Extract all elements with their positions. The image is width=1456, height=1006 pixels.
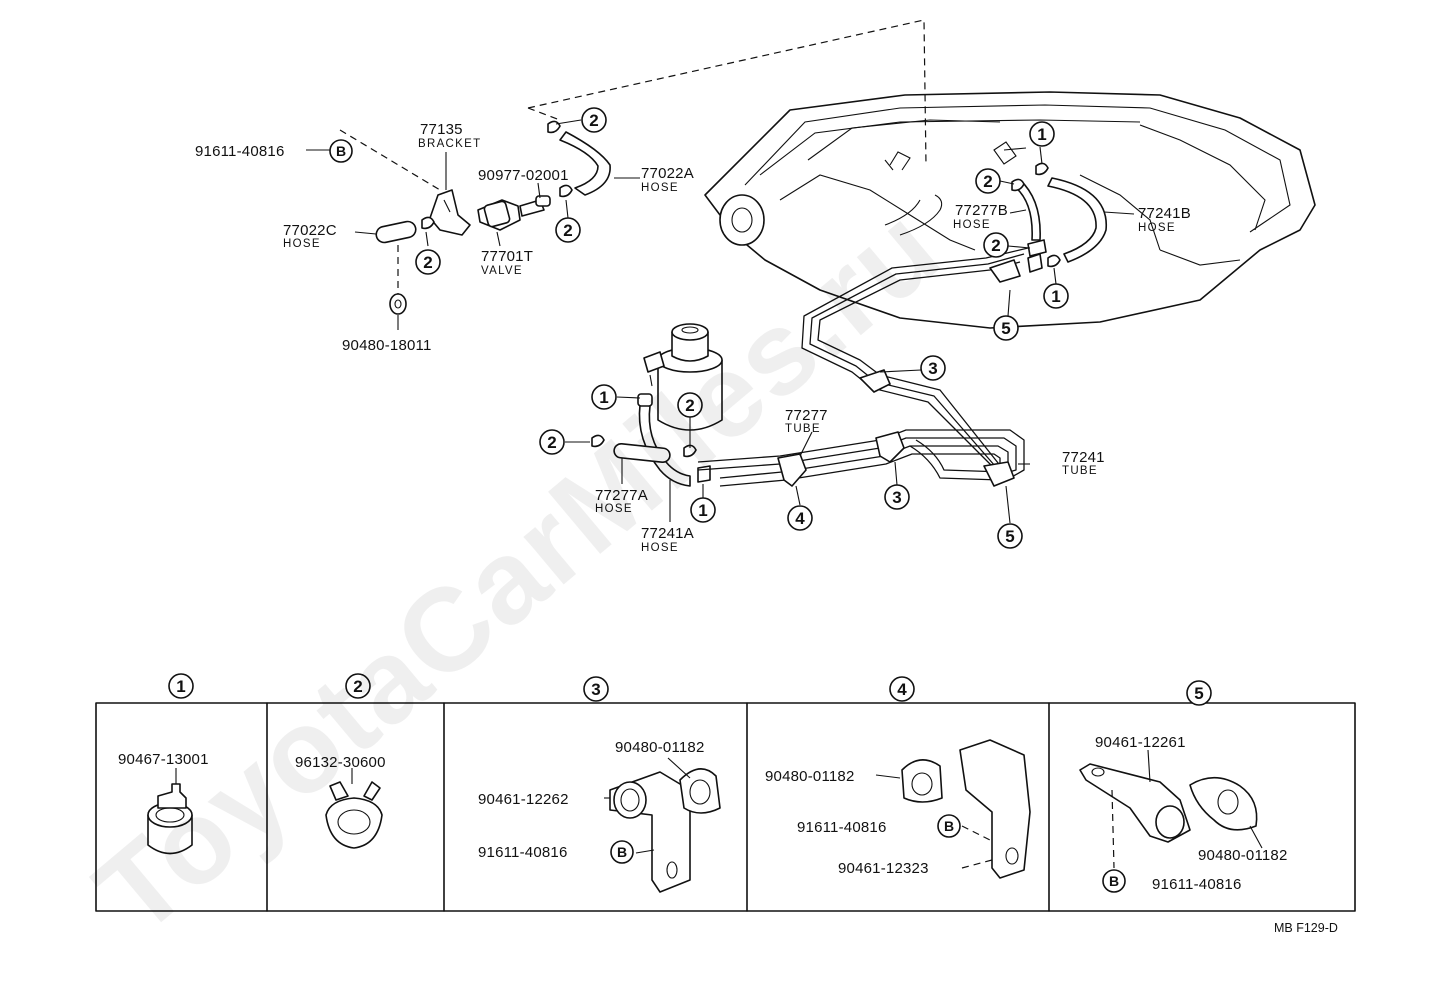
detail-1-part: 90467-13001 <box>118 751 209 768</box>
svg-text:1: 1 <box>599 388 608 407</box>
label-77241b-hose: HOSE <box>1138 222 1176 234</box>
callout-2-c: 2 <box>415 249 441 275</box>
label-77701t: 77701T <box>481 248 533 265</box>
leader-lines <box>306 119 1135 524</box>
svg-text:1: 1 <box>698 501 707 520</box>
label-77135: 77135 <box>420 121 463 138</box>
detail-5-clamp-set: 90461-12261 90480-01182 91611-40816 B <box>1079 734 1288 893</box>
detail-5-part-a: 90461-12261 <box>1095 734 1186 751</box>
callout-5-tank: 5 <box>993 315 1019 341</box>
svg-text:1: 1 <box>1037 125 1046 144</box>
label-77022c-hose: HOSE <box>283 238 321 250</box>
svg-text:4: 4 <box>897 680 907 699</box>
detail-3-callout-b: B <box>617 844 627 860</box>
label-90480-18011: 90480-18011 <box>342 337 432 354</box>
detail-4-part-a: 90480-01182 <box>765 768 855 785</box>
label-77277b-hose: HOSE <box>953 219 991 231</box>
callout-b-top: B <box>329 139 353 163</box>
svg-text:2: 2 <box>991 236 1000 255</box>
svg-text:2: 2 <box>547 433 556 452</box>
detail-5-callout-b: B <box>1109 873 1119 889</box>
callout-2-a: 2 <box>581 107 607 133</box>
svg-text:2: 2 <box>685 396 694 415</box>
detail-3-part-c: 91611-40816 <box>478 844 568 861</box>
figure-reference: MB F129-D <box>1274 921 1338 935</box>
callouts: B 2 2 2 1 2 2 1 5 3 1 2 2 1 4 3 5 <box>329 107 1069 549</box>
label-77022c: 77022C <box>283 222 337 239</box>
detail-3-part-a: 90480-01182 <box>615 739 705 756</box>
callout-1-tank-a: 1 <box>1029 121 1055 147</box>
svg-text:1: 1 <box>176 677 185 696</box>
svg-text:2: 2 <box>563 221 572 240</box>
svg-text:3: 3 <box>928 359 937 378</box>
svg-text:5: 5 <box>1005 527 1014 546</box>
svg-text:3: 3 <box>591 680 600 699</box>
callout-1-tank-b: 1 <box>1043 283 1069 309</box>
callout-2-tank-b: 2 <box>983 232 1009 258</box>
callout-3-upper: 3 <box>920 355 946 381</box>
detail-5-part-c: 91611-40816 <box>1152 876 1242 893</box>
detail-header-1: 1 <box>168 673 194 699</box>
label-77277a: 77277A <box>595 487 648 504</box>
tube-bundle <box>697 247 1029 487</box>
callout-3-lower: 3 <box>884 484 910 510</box>
detail-2-clip: 96132-30600 <box>295 754 386 849</box>
label-bracket: BRACKET <box>418 138 481 150</box>
label-77241a: 77241A <box>641 525 694 542</box>
label-77022a: 77022A <box>641 165 694 182</box>
callout-5-lower: 5 <box>997 523 1023 549</box>
svg-text:5: 5 <box>1194 684 1203 703</box>
label-77241b: 77241B <box>1138 205 1191 222</box>
detail-header-5: 5 <box>1186 680 1212 706</box>
label-77022a-hose: HOSE <box>641 182 679 194</box>
label-77241a-hose: HOSE <box>641 542 679 554</box>
callout-1-canister: 1 <box>591 384 617 410</box>
svg-text:2: 2 <box>353 677 362 696</box>
detail-3-clamp-set: 90480-01182 90461-12262 91611-40816 B <box>478 739 721 893</box>
label-77241-tube-sub: TUBE <box>1062 465 1098 477</box>
callout-4-lower: 4 <box>787 505 813 531</box>
svg-text:1: 1 <box>1051 287 1060 306</box>
label-77241-tube: 77241 <box>1062 449 1105 466</box>
callout-2-b: 2 <box>555 217 581 243</box>
valve-assembly <box>375 120 611 315</box>
callout-2-canister: 2 <box>677 392 703 418</box>
detail-2-part: 96132-30600 <box>295 754 386 771</box>
svg-text:B: B <box>336 143 346 159</box>
svg-text:3: 3 <box>892 488 901 507</box>
detail-table: 1 2 3 4 5 90467-13001 96132-30600 <box>95 673 1356 912</box>
label-90977-02001: 90977-02001 <box>478 167 569 184</box>
svg-text:2: 2 <box>589 111 598 130</box>
detail-3-part-b: 90461-12262 <box>478 791 569 808</box>
label-91611-40816: 91611-40816 <box>195 143 285 160</box>
detail-4-part-b: 91611-40816 <box>797 819 887 836</box>
detail-1-clamp: 90467-13001 <box>118 751 209 855</box>
dashed-leaders <box>339 19 927 295</box>
label-valve: VALVE <box>481 265 523 277</box>
callout-2-tank-a: 2 <box>975 168 1001 194</box>
part-labels: 91611-40816 77135 BRACKET 77022C HOSE 90… <box>195 121 1191 554</box>
callout-1-lower: 1 <box>690 497 716 523</box>
svg-text:4: 4 <box>795 509 805 528</box>
label-77277a-hose: HOSE <box>595 503 633 515</box>
label-77277-tube-sub: TUBE <box>785 423 821 435</box>
callout-2-left: 2 <box>539 429 565 455</box>
detail-header-2: 2 <box>345 673 371 699</box>
label-77277-tube: 77277 <box>785 407 828 424</box>
tank-hoses <box>993 141 1107 273</box>
detail-4-clamp-set: 90480-01182 91611-40816 90461-12323 B <box>765 739 1031 879</box>
svg-text:5: 5 <box>1001 319 1010 338</box>
label-77277b: 77277B <box>955 202 1008 219</box>
svg-text:2: 2 <box>983 172 992 191</box>
fuel-tank-illustration <box>704 91 1316 329</box>
svg-text:2: 2 <box>423 253 432 272</box>
detail-4-part-c: 90461-12323 <box>838 860 929 877</box>
detail-5-part-b: 90480-01182 <box>1198 847 1288 864</box>
detail-header-3: 3 <box>583 676 609 702</box>
detail-header-4: 4 <box>889 676 915 702</box>
detail-4-callout-b: B <box>944 818 954 834</box>
